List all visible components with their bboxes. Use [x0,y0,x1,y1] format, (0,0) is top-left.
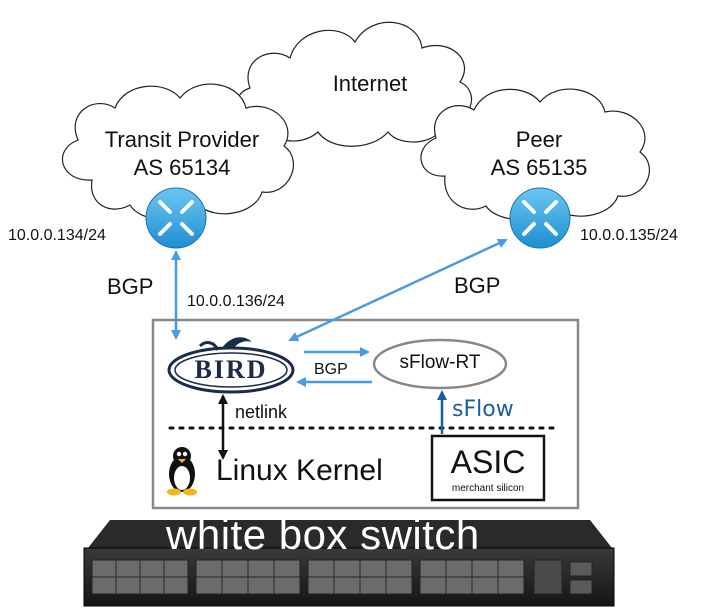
asic-title: ASIC [450,444,526,480]
peer-label: Peer AS 65135 [454,126,624,181]
bird-logo-text: BIRD [194,355,268,384]
bgp-peer-arrow [288,238,508,342]
peer-router-icon [509,187,571,249]
switch-hardware-icon [83,520,615,607]
linux-kernel-label: Linux Kernel [216,454,383,487]
sflow-rt-label: sFlow-RT [399,352,481,373]
transit-ip: 10.0.0.134/24 [8,227,106,244]
peer-as: AS 65135 [490,154,588,180]
internet-cloud-icon [236,21,473,147]
netlink-label: netlink [235,402,288,422]
bgp-peer-label: BGP [454,273,501,298]
local-ip: 10.0.0.136/24 [187,293,285,310]
internet-label: Internet [332,71,408,96]
transit-provider-label: Transit Provider AS 65134 [82,126,282,181]
sflow-logo-icon: sFlow [452,397,514,422]
bgp-internal-label: BGP [314,361,348,378]
switch-label: white box switch [166,511,480,558]
peer-ip: 10.0.0.135/24 [580,227,678,244]
tux-penguin-icon [167,447,197,496]
asic-box [430,434,546,502]
sflow-rt-node [372,338,508,390]
bird-logo-icon [167,337,295,394]
peer-name: Peer [515,127,563,152]
transit-name: Transit Provider [104,127,260,152]
transit-router-icon [145,187,207,249]
bgp-transit-label: BGP [107,274,154,299]
transit-as: AS 65134 [133,154,231,180]
asic-subtitle: merchant silicon [451,483,525,494]
